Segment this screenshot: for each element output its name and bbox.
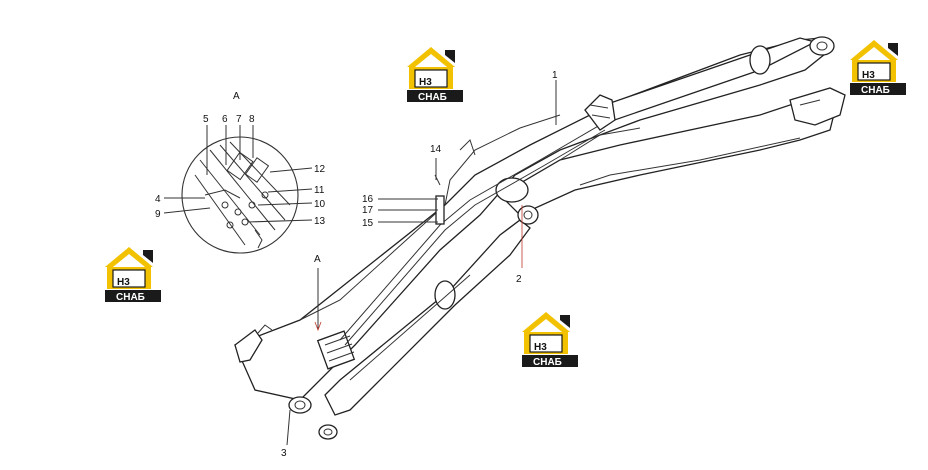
callout-13: 13 — [314, 216, 326, 227]
callout-16: 16 — [362, 194, 374, 205]
callout-11: 11 — [314, 185, 325, 196]
excavator-boom — [234, 36, 846, 440]
logo-2-top-text: H3 — [862, 70, 875, 81]
logo-1-top-text: H3 — [419, 77, 432, 88]
detail-view-a — [181, 136, 299, 254]
logo-4-bottom-text: СНАБ — [533, 357, 562, 368]
callout-3: 3 — [281, 448, 287, 459]
callout-9: 9 — [155, 209, 161, 220]
callout-15: 15 — [362, 218, 374, 229]
logo-watermark-3: H3 СНАБ — [105, 247, 161, 303]
callout-17: 17 — [362, 205, 374, 216]
logo-3-top-text: H3 — [117, 277, 130, 288]
logo-4-top-text: H3 — [534, 342, 547, 353]
logo-1-bottom-text: СНАБ — [418, 92, 447, 103]
callout-1: 1 — [552, 70, 558, 81]
callout-8: 8 — [249, 114, 255, 125]
callouts: 1 2 3 14 16 17 15 A A 5 6 7 8 4 9 — [155, 70, 558, 459]
logo-watermark-2: H3 СНАБ — [850, 40, 906, 96]
detail-title-label: A — [233, 91, 240, 102]
detail-arrow-label: A — [314, 254, 321, 265]
logo-2-bottom-text: СНАБ — [861, 85, 890, 96]
callout-4: 4 — [155, 194, 161, 205]
logo-watermark-4: H3 СНАБ — [522, 312, 578, 368]
logo-watermark-1: H3 СНАБ — [407, 47, 463, 103]
callout-14: 14 — [430, 144, 442, 155]
logo-3-bottom-text: СНАБ — [116, 292, 145, 303]
callout-2: 2 — [516, 274, 522, 285]
callout-5: 5 — [203, 114, 209, 125]
callout-6: 6 — [222, 114, 228, 125]
callout-10: 10 — [314, 199, 326, 210]
callout-7: 7 — [236, 114, 242, 125]
callout-12: 12 — [314, 164, 326, 175]
